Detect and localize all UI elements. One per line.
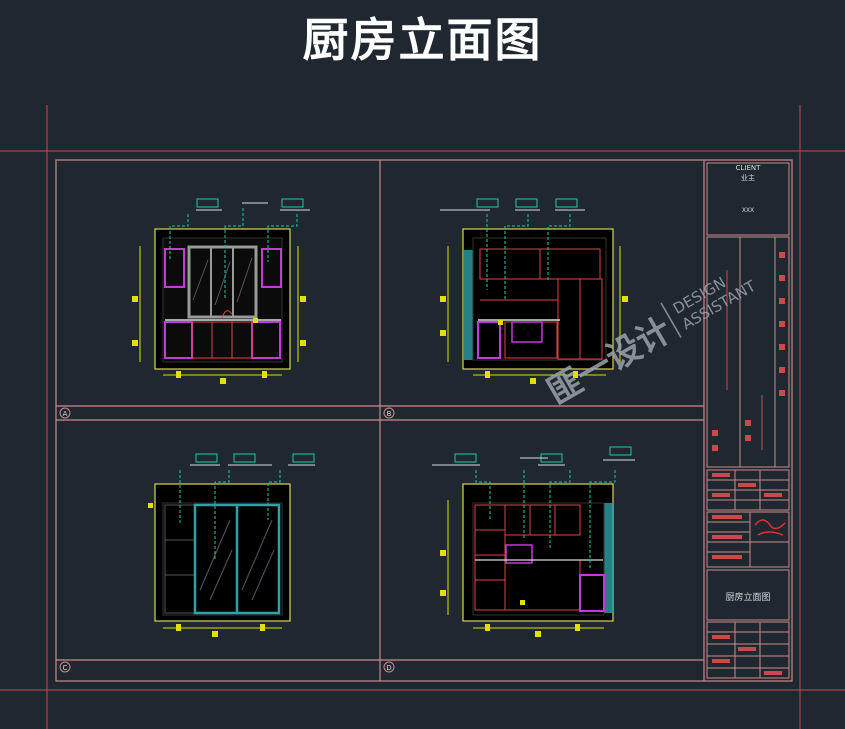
client-sub: XXX: [742, 207, 754, 214]
page-title: 厨房立面图: [302, 13, 543, 67]
panel-c-text: C: [63, 664, 68, 672]
trim-lines: [0, 105, 845, 729]
panel-a-text: A: [63, 410, 68, 418]
drawing-frame: [55, 159, 793, 682]
elevation-c: [148, 453, 315, 637]
panel-label-d: D: [383, 661, 395, 673]
panel-label-a: A: [59, 407, 71, 419]
panel-label-b: B: [383, 407, 395, 419]
client-label: CLIENT: [736, 164, 762, 172]
drawing-name-cell: 厨房立面图: [725, 591, 770, 603]
title-block: CLIENT 业主 XXX: [706, 162, 790, 679]
panel-b-text: B: [387, 410, 392, 418]
signature-mark: [754, 519, 786, 536]
panel-d-text: D: [386, 664, 391, 672]
panel-label-c: C: [59, 661, 71, 673]
client-value: 业主: [741, 173, 755, 182]
panel-labels: A B C D: [59, 407, 395, 673]
elevation-b: [440, 198, 628, 384]
elevation-d: [432, 446, 635, 637]
elevation-a: [132, 198, 310, 384]
